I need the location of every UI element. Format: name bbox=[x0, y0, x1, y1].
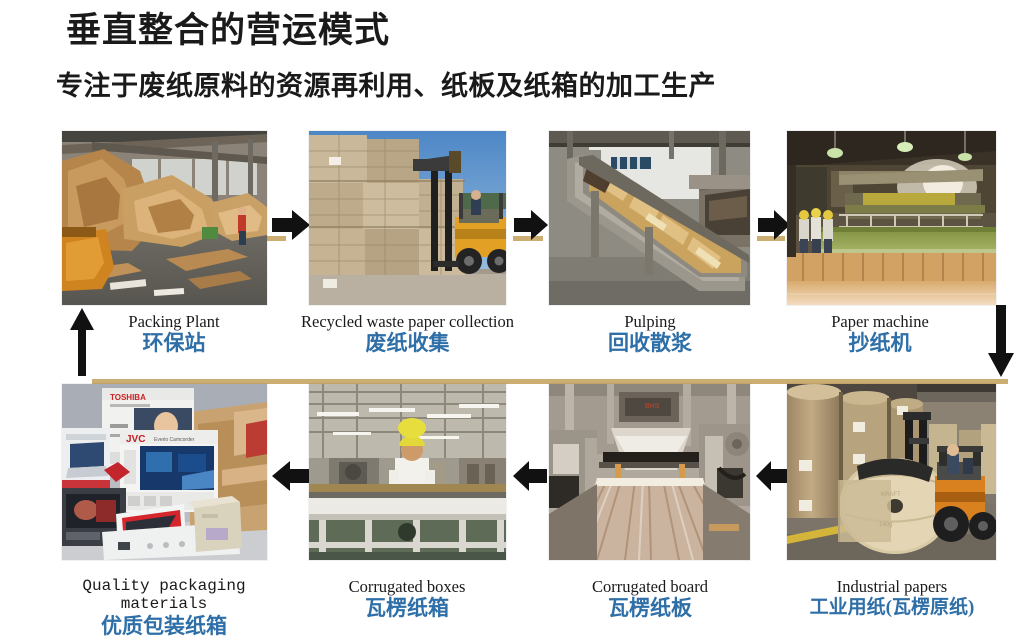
caption-zh-packing-plant: 环保站 bbox=[142, 331, 206, 356]
arrow-right-2-icon bbox=[514, 208, 548, 242]
caption-paper-machine: Paper machine 抄纸机 bbox=[790, 312, 970, 356]
caption-zh-corrugated-boxes: 瓦楞纸箱 bbox=[365, 596, 449, 621]
page-title: 垂直整合的营运模式 bbox=[66, 11, 391, 50]
caption-en-pulping: Pulping bbox=[624, 312, 676, 331]
svg-text:140g: 140g bbox=[879, 522, 892, 528]
photo-corrugated-board: BHS bbox=[549, 384, 750, 560]
caption-zh-pulping: 回收散浆 bbox=[608, 331, 692, 356]
caption-en-paper-machine: Paper machine bbox=[831, 312, 929, 331]
caption-en-industrial-papers: Industrial papers bbox=[836, 577, 948, 596]
svg-text:KRAFT: KRAFT bbox=[881, 492, 901, 498]
connector-line-1 bbox=[262, 236, 286, 241]
svg-text:Everio Camcorder: Everio Camcorder bbox=[154, 437, 195, 443]
caption-industrial-papers: Industrial papers 工业用纸(瓦楞原纸) bbox=[782, 577, 1002, 619]
photo-paper-machine bbox=[787, 131, 996, 305]
page-subtitle: 专注于废纸原料的资源再利用、纸板及纸箱的加工生产 bbox=[56, 71, 716, 101]
caption-en-corrugated-boxes: Corrugated boxes bbox=[348, 577, 466, 596]
caption-quality-packaging-materials: Quality packaging materials 优质包装纸箱 bbox=[64, 577, 264, 638]
caption-zh-industrial-papers: 工业用纸(瓦楞原纸) bbox=[809, 597, 975, 619]
caption-pulping: Pulping 回收散浆 bbox=[560, 312, 740, 356]
caption-zh-quality-packaging-materials: 优质包装纸箱 bbox=[101, 613, 227, 638]
photo-pulping bbox=[549, 131, 750, 305]
connector-line-row2 bbox=[92, 379, 1008, 384]
caption-zh-paper-machine: 抄纸机 bbox=[848, 331, 912, 356]
caption-en-packing-plant: Packing Plant bbox=[128, 312, 220, 331]
caption-corrugated-board: Corrugated board 瓦楞纸板 bbox=[552, 577, 748, 621]
caption-corrugated-boxes: Corrugated boxes 瓦楞纸箱 bbox=[312, 577, 502, 621]
arrow-up-left-icon bbox=[70, 308, 94, 376]
svg-text:JVC: JVC bbox=[126, 434, 145, 445]
caption-en-waste-paper-collection: Recycled waste paper collection bbox=[300, 312, 515, 331]
connector-line-3 bbox=[757, 236, 785, 241]
arrow-left-1-icon bbox=[272, 460, 310, 492]
svg-text:TOSHIBA: TOSHIBA bbox=[110, 393, 146, 402]
arrow-down-right-icon bbox=[988, 305, 1014, 377]
arrow-right-1-icon bbox=[272, 208, 310, 242]
photo-quality-packaging-materials: TOSHIBA JVC Everio Camcorder bbox=[62, 384, 267, 560]
arrow-right-3-icon bbox=[758, 208, 790, 242]
caption-packing-plant: Packing Plant 环保站 bbox=[100, 312, 248, 356]
caption-zh-corrugated-board: 瓦楞纸板 bbox=[608, 596, 692, 621]
arrow-left-2-icon bbox=[513, 460, 547, 492]
caption-en-corrugated-board: Corrugated board bbox=[592, 577, 708, 596]
arrow-left-3-icon bbox=[756, 460, 788, 492]
connector-line-2 bbox=[513, 236, 543, 241]
caption-en-quality-packaging-materials: Quality packaging materials bbox=[82, 577, 246, 613]
svg-text:BHS: BHS bbox=[645, 403, 660, 410]
photo-industrial-papers: KRAFT 140g bbox=[787, 384, 996, 560]
photo-packing-plant bbox=[62, 131, 267, 305]
photo-waste-paper-collection bbox=[309, 131, 506, 305]
photo-corrugated-boxes bbox=[309, 384, 506, 560]
caption-waste-paper-collection: Recycled waste paper collection 废纸收集 bbox=[286, 312, 529, 356]
caption-zh-waste-paper-collection: 废纸收集 bbox=[365, 331, 450, 356]
